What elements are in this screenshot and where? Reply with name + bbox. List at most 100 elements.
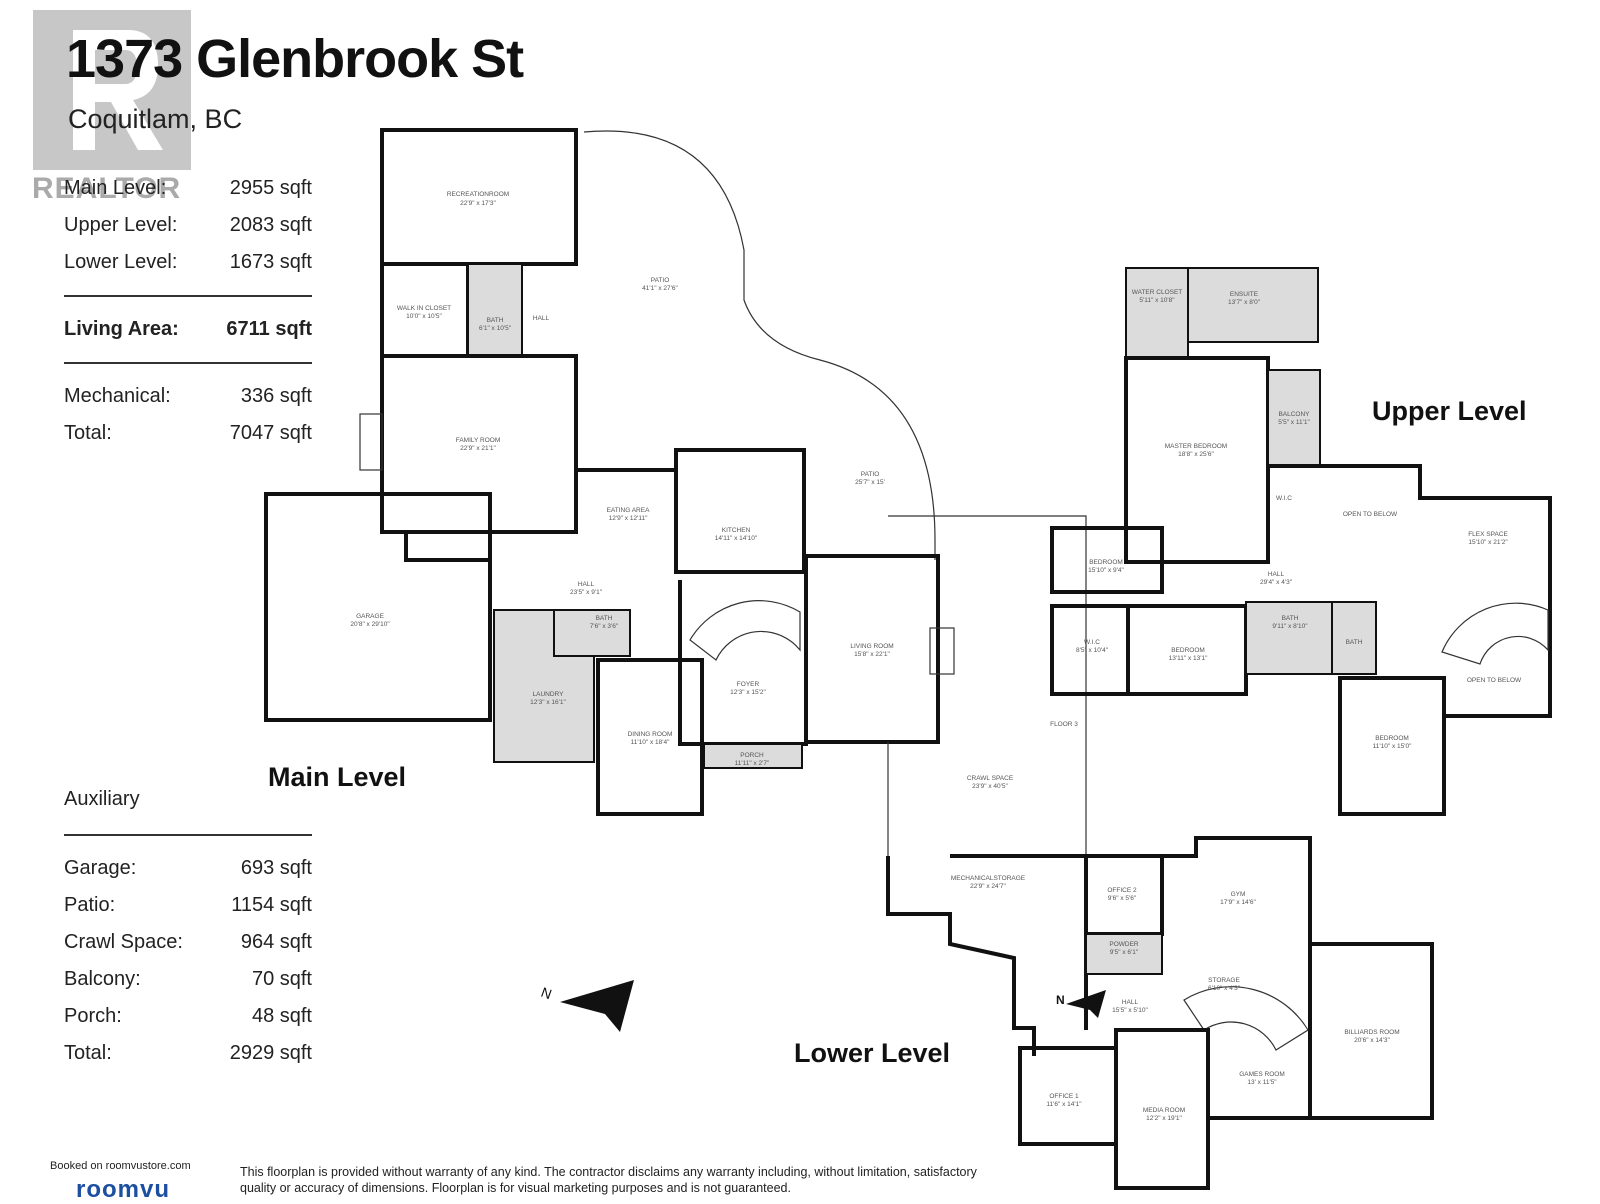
svg-text:12'3" x 15'2": 12'3" x 15'2" [730,689,766,696]
svg-text:BATH: BATH [596,615,613,622]
svg-text:11'6" x 14'1": 11'6" x 14'1" [1046,1101,1082,1108]
svg-text:KITCHEN: KITCHEN [722,527,751,534]
svg-text:11'10" x 15'0": 11'10" x 15'0" [1373,743,1412,750]
living-area-row: Living Area:6711 sqft [64,318,312,340]
fireplace-icon [929,627,955,675]
stat-row: Porch:48 sqft [64,1005,312,1027]
svg-text:10'0" x 10'5": 10'0" x 10'5" [406,313,442,320]
crawl-space-outline [888,515,1087,862]
spiral-stair-icon [1183,986,1309,1051]
foyer [678,556,808,746]
fireplace-icon [359,413,383,471]
svg-text:5'11" x 10'8": 5'11" x 10'8" [1139,297,1175,304]
svg-text:DINING ROOM: DINING ROOM [628,731,673,738]
lower-level-label: Lower Level [794,1038,951,1068]
svg-text:BEDROOM: BEDROOM [1171,647,1205,654]
gym [1162,836,1312,944]
svg-text:OFFICE 1: OFFICE 1 [1049,1093,1079,1100]
svg-text:WATER CLOSET: WATER CLOSET [1132,289,1183,296]
upper-level-label: Upper Level [1372,396,1527,426]
svg-text:23'9" x 40'5": 23'9" x 40'5" [972,783,1008,790]
ensuite [1187,267,1319,343]
compass-north-arrow-icon: N [539,980,634,1032]
upper-bath-2 [1331,601,1377,675]
laundry-room [493,609,595,763]
svg-text:OPEN TO BELOW: OPEN TO BELOW [1467,677,1522,684]
garage [264,492,492,722]
svg-text:11'10" x 18'4": 11'10" x 18'4" [631,739,670,746]
main-level-label: Main Level [268,762,407,792]
svg-text:15'10" x 9'4": 15'10" x 9'4" [1088,567,1124,574]
svg-text:22'9" x 17'3": 22'9" x 17'3" [460,200,496,207]
svg-text:5'5" x 11'1": 5'5" x 11'1" [1278,419,1310,426]
patio-outline [583,130,936,560]
svg-text:OPEN TO BELOW: OPEN TO BELOW [1343,511,1398,518]
svg-text:11'11" x 2'7": 11'11" x 2'7" [735,760,770,767]
svg-text:LIVING ROOM: LIVING ROOM [850,643,893,650]
svg-text:OFFICE 2: OFFICE 2 [1107,887,1137,894]
svg-text:22'9" x 24'7": 22'9" x 24'7" [970,883,1006,890]
stat-row: Total:2929 sqft [64,1042,312,1064]
svg-text:EATING AREA: EATING AREA [607,507,651,514]
svg-text:12'2" x 19'1": 12'2" x 19'1" [1146,1115,1182,1122]
svg-text:WALK IN CLOSET: WALK IN CLOSET [397,305,451,312]
svg-text:FLEX SPACE: FLEX SPACE [1468,531,1508,538]
svg-text:HALL: HALL [578,581,595,588]
stat-row: Balcony:70 sqft [64,968,312,990]
svg-text:W.I.C: W.I.C [1084,639,1100,646]
svg-text:FAMILY ROOM: FAMILY ROOM [456,437,501,444]
svg-text:41'1" x 27'6": 41'1" x 27'6" [642,285,678,292]
svg-text:PORCH: PORCH [740,752,764,759]
stat-row: Main Level:2955 sqft [64,177,312,199]
svg-text:15'8" x 22'1": 15'8" x 22'1" [854,651,890,658]
spiral-stair-icon [1441,602,1549,665]
svg-text:6'10" x 4'3": 6'10" x 4'3" [1208,985,1241,992]
svg-text:MEDIA ROOM: MEDIA ROOM [1143,1107,1185,1114]
stat-row: Patio:1154 sqft [64,894,312,916]
master-bedroom [1124,356,1270,564]
svg-text:BATH: BATH [487,317,504,324]
divider [64,295,312,297]
svg-text:9'5" x 6'1": 9'5" x 6'1" [1110,949,1139,956]
svg-text:18'8" x 25'6": 18'8" x 25'6" [1178,451,1214,458]
stat-row: Total:7047 sqft [64,422,312,444]
auxiliary-heading: Auxiliary [64,788,140,810]
svg-text:20'6" x 14'3": 20'6" x 14'3" [1354,1037,1390,1044]
svg-text:13' x 11'5": 13' x 11'5" [1247,1079,1277,1086]
svg-text:PATIO: PATIO [861,471,880,478]
realtor-wordmark: REALTOR [32,172,182,205]
page-subtitle: Coquitlam, BC [68,104,243,134]
mechanical-storage [886,856,1036,1056]
svg-text:BALCONY: BALCONY [1278,411,1310,418]
stat-row: Mechanical:336 sqft [64,385,312,407]
svg-text:HALL: HALL [533,315,550,322]
realtor-logo-icon [33,10,191,170]
disclaimer-text: This floorplan is provided without warra… [240,1165,977,1196]
divider [64,362,312,364]
svg-text:POWDER: POWDER [1109,941,1139,948]
svg-text:STORAGE: STORAGE [1208,977,1240,984]
svg-text:PATIO: PATIO [651,277,670,284]
svg-text:BATH: BATH [1346,639,1363,646]
svg-text:FLOOR 3: FLOOR 3 [1050,721,1078,728]
bedroom-1 [1050,526,1164,594]
svg-text:MASTER BEDROOM: MASTER BEDROOM [1165,443,1227,450]
main-level-plan: RECREATIONROOM 22'9" x 17'3" WALK IN CLO… [264,128,1087,862]
svg-text:9'6" x 5'6": 9'6" x 5'6" [1108,895,1137,902]
svg-text:7'6" x 3'6": 7'6" x 3'6" [590,623,619,630]
upper-level-plan: WATER CLOSET 5'11" x 10'8" ENSUITE 13'7"… [1050,267,1552,816]
stat-row: Upper Level:2083 sqft [64,214,312,236]
water-closet [1125,267,1189,359]
svg-text:BEDROOM: BEDROOM [1089,559,1123,566]
svg-text:LAUNDRY: LAUNDRY [533,691,565,698]
svg-text:N: N [539,984,554,1002]
powder-room [1085,933,1163,975]
divider [64,834,312,836]
svg-text:17'9" x 14'6": 17'9" x 14'6" [1220,899,1256,906]
svg-text:15'10" x 21'2": 15'10" x 21'2" [1468,539,1508,546]
lower-level-plan: MECHANICALSTORAGE 22'9" x 24'7" OFFICE 2… [886,836,1434,1190]
porch [703,743,803,769]
area-stats: Main Level:2955 sqft Upper Level:2083 sq… [64,170,312,452]
svg-text:MECHANICALSTORAGE: MECHANICALSTORAGE [951,875,1026,882]
